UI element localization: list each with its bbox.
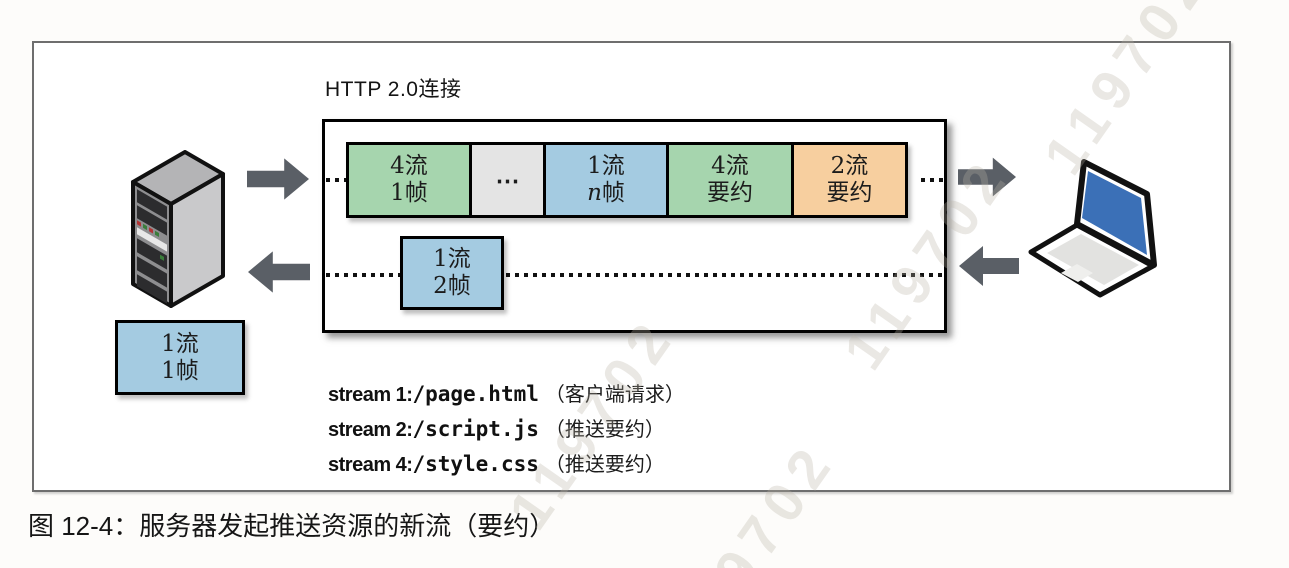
frame-line2: 1帧 <box>390 180 428 206</box>
queued-frame-line1: 1流 <box>161 330 199 357</box>
queued-frame-box: 1流 1帧 <box>115 320 245 395</box>
stream-path: /style.css <box>412 452 539 476</box>
frame-line1: 4流 <box>711 153 749 179</box>
response-frame-box: 1流 2帧 <box>400 236 504 310</box>
arrow-client-to-connection-icon <box>959 244 1019 288</box>
dotted-line-response <box>326 273 943 277</box>
figure-frame: HTTP 2.0连接 <box>32 41 1231 492</box>
frame-line2: n帧 <box>587 180 625 206</box>
frame-line1: 1流 <box>587 153 625 179</box>
stream-list-item: stream 1:/page.html（客户端请求） <box>328 377 685 412</box>
server-icon <box>130 150 232 308</box>
stream-list-item: stream 4:/style.css（推送要约） <box>328 447 685 482</box>
figure-caption: 图 12-4：服务器发起推送资源的新流（要约） <box>28 511 556 541</box>
arrow-connection-to-server-icon <box>248 249 310 295</box>
arrow-connection-to-client-icon <box>958 156 1016 198</box>
queued-frame-line2: 1帧 <box>161 357 199 384</box>
response-frame-line2: 2帧 <box>433 273 471 299</box>
stream-path: /page.html <box>412 382 539 406</box>
request-frames-row: 4流 1帧 ⋯ 1流 n帧 4流 要约 2流 要约 <box>346 142 908 218</box>
stream-list: stream 1:/page.html（客户端请求） stream 2:/scr… <box>328 377 685 482</box>
frame-cell: 2流 要约 <box>791 142 908 218</box>
stream-id: stream 4: <box>328 454 413 476</box>
stream-note: （推送要约） <box>544 417 665 441</box>
stream-id: stream 1: <box>328 384 413 406</box>
frame-cell: 4流 要约 <box>666 142 794 218</box>
dotted-line-segment <box>921 178 943 182</box>
frame-line1: 4流 <box>390 153 428 179</box>
connection-box: 4流 1帧 ⋯ 1流 n帧 4流 要约 2流 要约 <box>322 119 947 333</box>
stream-note: （推送要约） <box>544 452 665 476</box>
stream-id: stream 2: <box>328 419 413 441</box>
frame-line2: 要约 <box>707 180 753 206</box>
connection-title: HTTP 2.0连接 <box>325 78 462 101</box>
frame-line2: 要约 <box>826 180 873 206</box>
frame-cell: 4流 1帧 <box>346 142 472 218</box>
frame-cell: 1流 n帧 <box>543 142 669 218</box>
stream-list-item: stream 2:/script.js（推送要约） <box>328 412 685 447</box>
ellipsis-glyph: ⋯ <box>495 165 520 195</box>
arrow-server-to-connection-icon <box>247 157 309 201</box>
stream-path: /script.js <box>412 417 539 441</box>
stream-note: （客户端请求） <box>544 382 685 406</box>
laptop-icon <box>1027 157 1159 299</box>
dotted-line-segment <box>326 178 347 182</box>
frame-line1: 2流 <box>830 153 869 179</box>
response-frame-line1: 1流 <box>433 246 471 272</box>
frame-cell-ellipsis: ⋯ <box>469 142 546 218</box>
